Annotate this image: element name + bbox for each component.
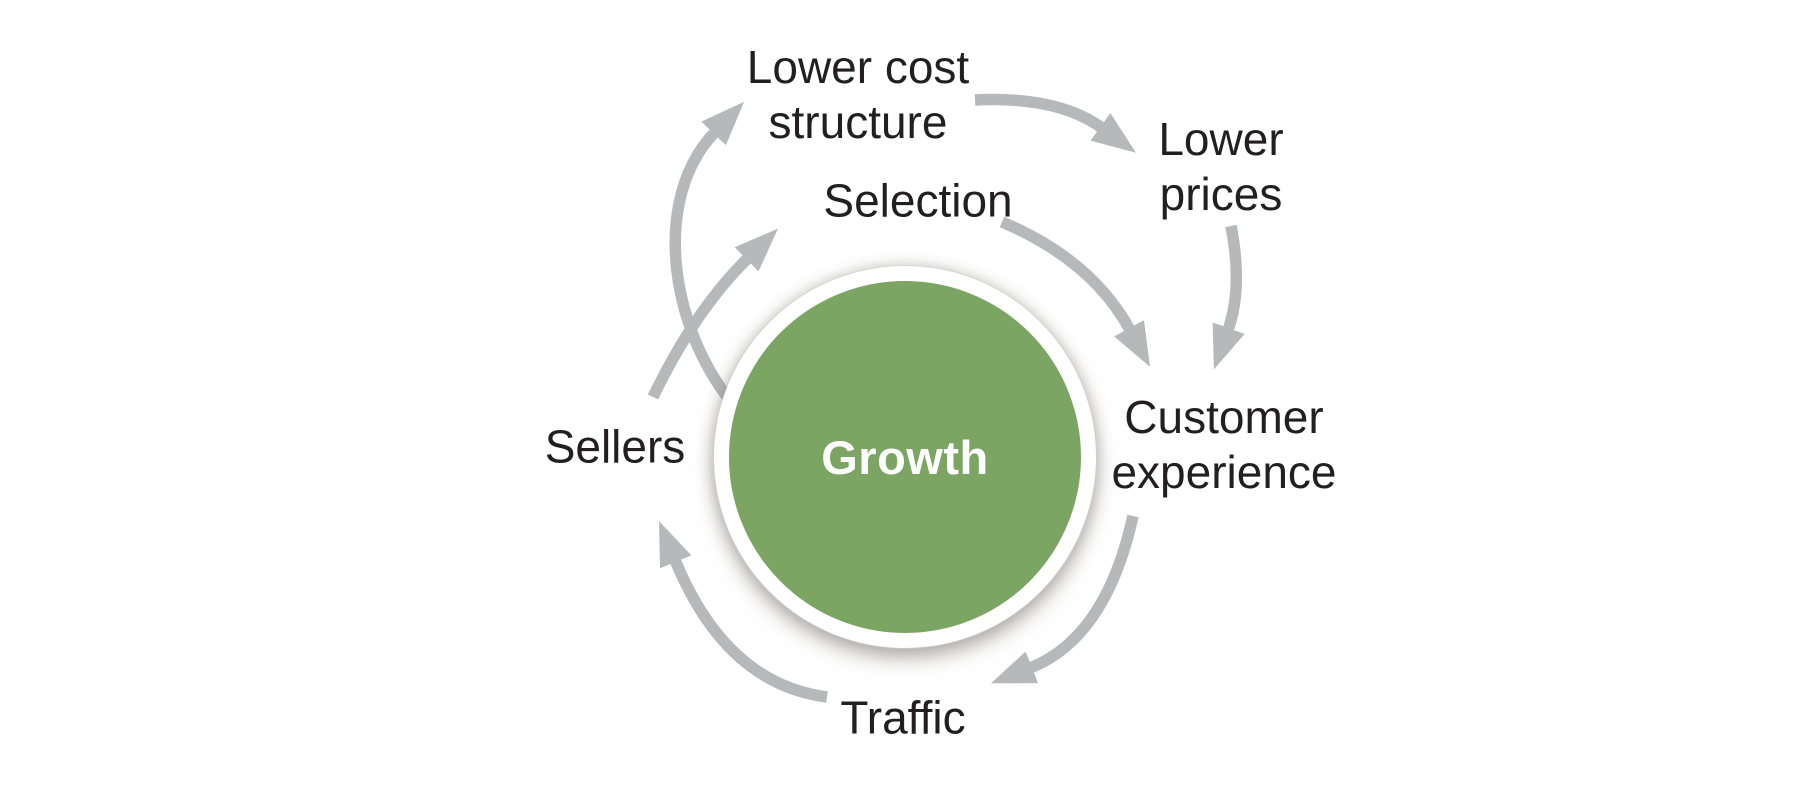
node-traffic-line1: Traffic <box>840 691 966 744</box>
node-lower-cost-structure-line2: structure <box>768 96 948 148</box>
node-selection-line1: Selection <box>823 174 1013 227</box>
node-sellers: Sellers <box>545 420 686 475</box>
arrow-lower-prices-to-customer-experience <box>1212 224 1245 370</box>
arrow-customer-experience-to-traffic <box>990 514 1139 684</box>
node-customer-experience-line1: Customer <box>1124 391 1324 443</box>
node-customer-experience: Customer experience <box>1111 390 1336 500</box>
node-lower-prices-line1: Lower <box>1158 113 1284 165</box>
arrow-lower-cost-structure-to-lower-prices <box>974 93 1136 153</box>
node-customer-experience-line2: experience <box>1111 446 1337 498</box>
node-lower-prices-line2: prices <box>1159 168 1283 220</box>
node-lower-cost-structure: Lower cost structure <box>747 40 969 150</box>
node-traffic: Traffic <box>840 691 965 746</box>
growth-label: Growth <box>821 430 989 484</box>
arrow-traffic-to-sellers <box>659 521 828 703</box>
node-selection: Selection <box>823 174 1012 229</box>
node-lower-cost-structure-line1: Lower cost <box>746 41 970 93</box>
node-lower-prices: Lower prices <box>1158 112 1283 222</box>
growth-circle: Growth <box>714 266 1096 648</box>
arrow-selection-to-customer-experience <box>999 216 1151 367</box>
node-sellers-line1: Sellers <box>544 420 686 473</box>
arrow-sellers-to-selection <box>647 228 778 400</box>
